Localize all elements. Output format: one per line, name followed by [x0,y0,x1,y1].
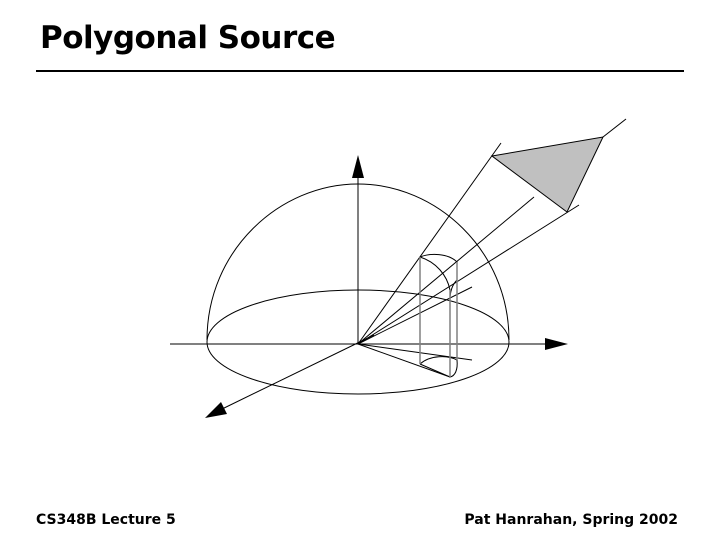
y-axis-arrowhead [205,402,227,418]
ray-extension [602,118,627,138]
projected-patch-arc [419,256,451,291]
x-axis-arrowhead [545,338,568,350]
polygon-source [490,136,604,213]
ray [357,204,580,345]
y-axis [217,334,375,412]
projection-line [357,343,451,378]
footer-author: Pat Hanrahan, Spring 2002 [464,512,678,528]
ray [357,142,502,345]
ray [357,286,473,345]
slide-title: Polygonal Source [40,20,336,56]
projected-patch-bottom [419,356,458,378]
z-axis-arrowhead [352,155,364,178]
footer-course: CS348B Lecture 5 [36,512,176,528]
title-divider [36,70,684,72]
projection-line [357,343,473,361]
ray [357,196,535,345]
